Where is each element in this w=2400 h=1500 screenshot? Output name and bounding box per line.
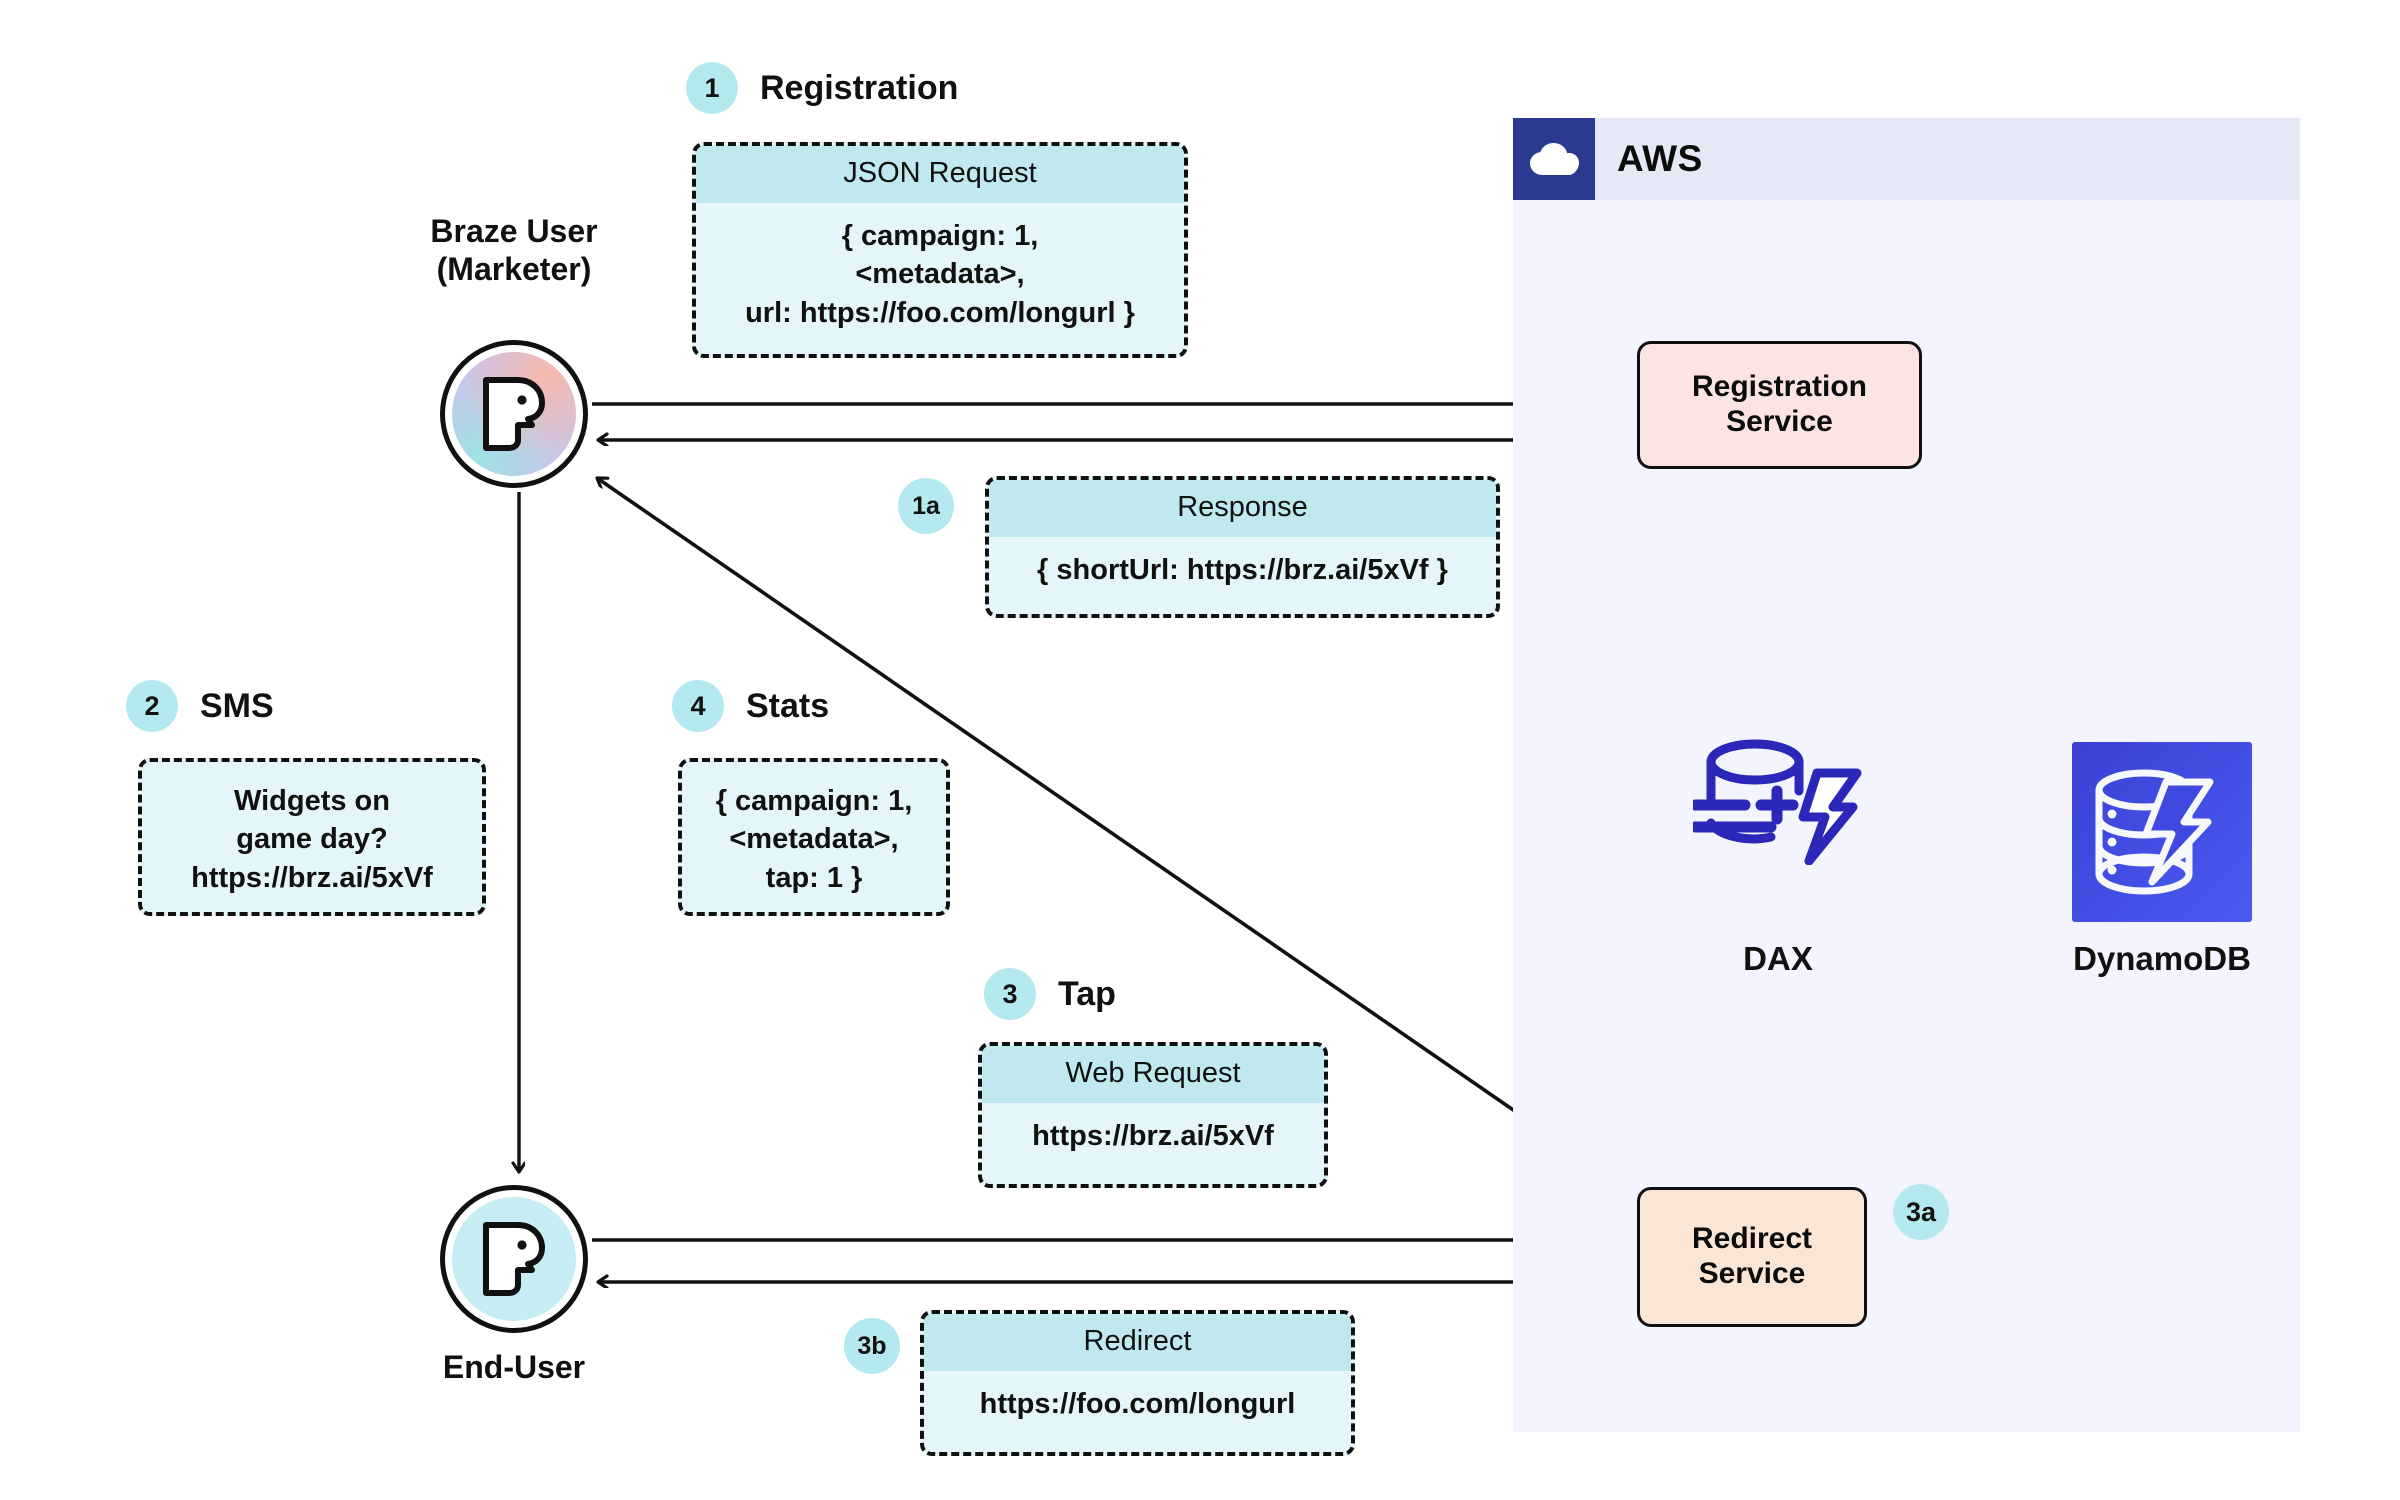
end-user-label: End-User [442,1349,586,1385]
web-request-card: Web Request https://brz.ai/5xVf [978,1042,1328,1188]
marketer-label-line1: Braze User [430,213,598,249]
json-request-card: JSON Request { campaign: 1, <metadata>, … [692,142,1188,358]
marketer-label: Braze User (Marketer) [398,212,630,289]
redirect-service-label-line1: Redirect [1691,1222,1813,1256]
step-badge-2: 2 [126,680,178,732]
stats-card: { campaign: 1, <metadata>, tap: 1 } [678,758,950,916]
response-card: Response { shortUrl: https://brz.ai/5xVf… [985,476,1500,618]
registration-service-node[interactable]: Registration Service [1637,341,1922,469]
step-badge-1a: 1a [898,478,954,534]
json-request-card-header: JSON Request [696,146,1184,203]
aws-title: AWS [1617,138,1703,179]
registration-service-label-line1: Registration [1691,370,1868,404]
redirect-card: Redirect https://foo.com/longurl [920,1310,1355,1456]
redirect-card-body: https://foo.com/longurl [924,1371,1351,1440]
stats-card-body: { campaign: 1, <metadata>, tap: 1 } [682,762,946,912]
step-4-heading: 4 Stats [672,680,829,732]
registration-service-label-line2: Service [1726,405,1833,438]
web-request-card-body: https://brz.ai/5xVf [982,1103,1324,1172]
response-card-header: Response [989,480,1496,537]
json-request-card-body: { campaign: 1, <metadata>, url: https://… [696,203,1184,348]
step-1-title: Registration [760,68,959,107]
step-badge-4: 4 [672,680,724,732]
step-badge-3b: 3b [844,1318,900,1374]
redirect-service-node[interactable]: Redirect Service [1637,1187,1867,1327]
end-user-avatar[interactable] [440,1185,588,1333]
response-card-body: { shortUrl: https://brz.ai/5xVf } [989,537,1496,606]
braze-avatar-icon [452,1197,576,1321]
marketer-avatar[interactable] [440,340,588,488]
aws-panel-header: AWS [1513,118,2300,200]
dynamodb-icon [2072,742,2252,922]
step-3-heading: 3 Tap [984,968,1116,1020]
step-4-title: Stats [746,686,830,725]
sms-card-body: Widgets on game day? https://brz.ai/5xVf [142,762,482,912]
step-1-heading: 1 Registration [686,62,958,114]
sms-card: Widgets on game day? https://brz.ai/5xVf [138,758,486,916]
step-2-heading: 2 SMS [126,680,274,732]
cloud-icon [1513,118,1595,200]
step-3-title: Tap [1058,974,1116,1013]
step-badge-3a: 3a [1893,1184,1949,1240]
redirect-service-label-line2: Service [1698,1257,1806,1290]
dynamodb-label: DynamoDB [2073,940,2251,977]
dax-label: DAX [1743,940,1813,977]
braze-avatar-icon [452,352,576,476]
web-request-card-header: Web Request [982,1046,1324,1103]
dax-cache-icon [1689,735,1863,866]
step-badge-3: 3 [984,968,1036,1020]
marketer-label-line2: (Marketer) [436,251,592,288]
step-2-title: SMS [200,686,274,725]
step-badge-1: 1 [686,62,738,114]
redirect-card-header: Redirect [924,1314,1351,1371]
